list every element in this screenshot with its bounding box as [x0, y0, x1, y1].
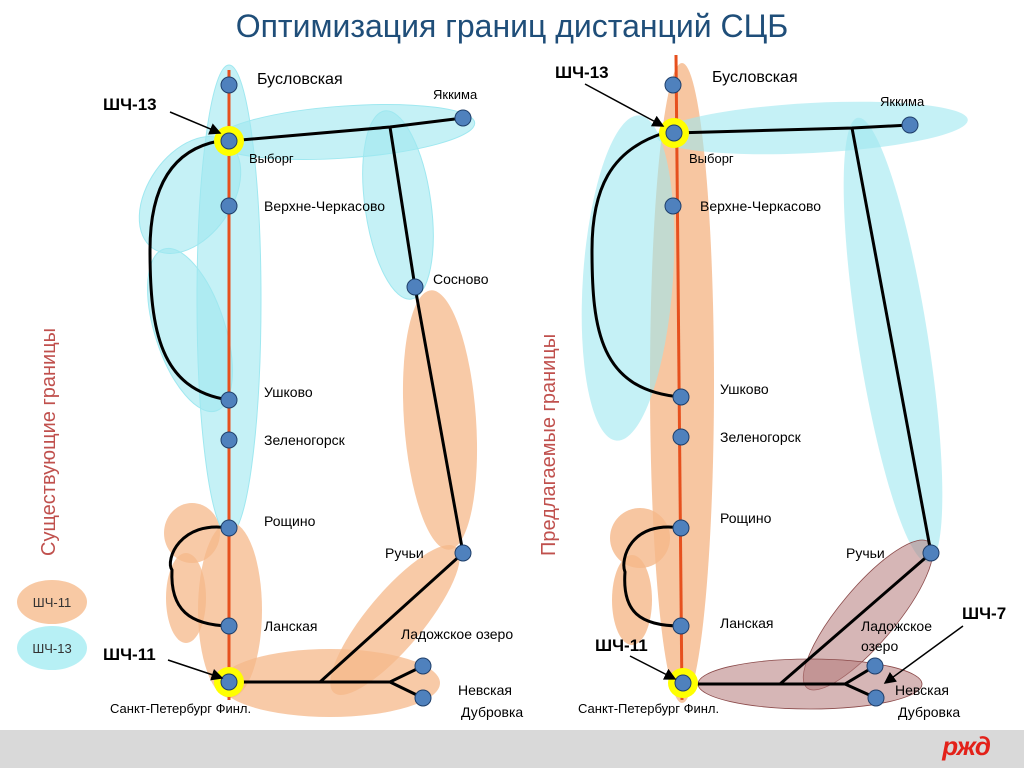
- label-buslovskaya: Бусловская: [712, 69, 798, 86]
- node-ushkovo: [672, 388, 690, 406]
- right-station-labels: Бусловская Яккима Выборг Верхне-Черкасов…: [578, 69, 960, 720]
- zone-sh13-sosnovo: [362, 110, 434, 300]
- callout-sh13: ШЧ-13: [103, 95, 157, 114]
- label-ruchyi: Ручьи: [846, 545, 885, 561]
- label-dubrovka: Дубровка: [461, 704, 523, 720]
- node-lanskaya: [220, 617, 238, 635]
- callout-sh13: ШЧ-13: [555, 63, 609, 82]
- label-ushkovo: Ушково: [264, 384, 313, 400]
- left-diagram: Бусловская Яккима Выборг Верхне-Черкасов…: [103, 64, 523, 720]
- label-sosnovo: Сосново: [433, 271, 489, 287]
- left-station-labels: Бусловская Яккима Выборг Верхне-Черкасов…: [110, 71, 523, 720]
- label-dubrovka: Дубровка: [898, 704, 960, 720]
- label-yakkima: Яккима: [880, 94, 925, 109]
- label-ushkovo: Ушково: [720, 381, 769, 397]
- legend-sh13-label: ШЧ-13: [32, 640, 72, 656]
- rzd-logo: ржд: [942, 731, 991, 761]
- label-lanskaya: Ланская: [264, 618, 318, 634]
- node-spb: [220, 673, 238, 691]
- label-ladozhskoe-1: Ладожское: [861, 618, 932, 634]
- right-mainline-rail: [674, 54, 684, 701]
- left-diagram-label: Существующие границы: [38, 327, 60, 556]
- node-verkhne: [664, 197, 682, 215]
- track-branch-sosnovo: [318, 126, 465, 684]
- label-zelenogorsk: Зеленогорск: [720, 429, 802, 445]
- label-yakkima: Яккима: [433, 87, 478, 102]
- node-buslovskaya: [664, 76, 682, 94]
- label-nevskaya: Невская: [895, 682, 949, 698]
- track-roschino-lanskaya-loop: [168, 525, 230, 628]
- label-verkhne: Верхне-Черкасово: [700, 198, 821, 214]
- callout-sh7-arrow: [883, 625, 964, 684]
- right-diagram: Бусловская Яккима Выборг Верхне-Черкасов…: [555, 54, 1006, 720]
- track-vyborg-ushkovo-loop: [148, 139, 230, 402]
- node-ushkovo: [220, 391, 238, 409]
- label-ladozhskoe-2: озеро: [861, 638, 898, 654]
- node-vyborg: [220, 132, 238, 150]
- node-roschino: [672, 519, 690, 537]
- node-nevskaya: [414, 689, 432, 707]
- signalling-districts-diagram: Бусловская Яккима Выборг Верхне-Черкасов…: [103, 54, 1006, 720]
- left-tracks: [148, 116, 465, 700]
- label-lanskaya: Ланская: [720, 615, 774, 631]
- label-roschino: Рощино: [264, 513, 316, 529]
- callout-sh11: ШЧ-11: [595, 636, 648, 655]
- node-ladozhskoe: [866, 657, 884, 675]
- node-ruchyi: [922, 544, 940, 562]
- label-ladozhskoe: Ладожское озеро: [401, 626, 513, 642]
- legend-sh11-label: ШЧ-11: [32, 594, 72, 610]
- callout-sh13-arrow: [584, 83, 665, 127]
- legend-sh11: ШЧ-11: [17, 580, 87, 624]
- legend-sh13: ШЧ-13: [17, 626, 87, 670]
- node-spb: [674, 674, 692, 692]
- node-nevskaya: [867, 689, 885, 707]
- node-sosnovo: [406, 278, 424, 296]
- label-verkhne: Верхне-Черкасово: [264, 198, 385, 214]
- label-spb: Санкт-Петербург Финл.: [578, 701, 719, 716]
- left-station-nodes: [220, 76, 472, 707]
- node-verkhne: [220, 197, 238, 215]
- node-zelenogorsk: [220, 431, 238, 449]
- callout-sh7: ШЧ-7: [962, 604, 1006, 623]
- node-roschino: [220, 519, 238, 537]
- track-vyborg-ushkovo-loop: [590, 131, 682, 399]
- node-yakkima: [454, 109, 472, 127]
- callout-sh13-arrow: [169, 111, 222, 135]
- node-zelenogorsk: [672, 428, 690, 446]
- node-ruchyi: [454, 544, 472, 562]
- callout-sh11: ШЧ-11: [103, 645, 156, 664]
- track-roschino-lanskaya-loop: [622, 525, 682, 628]
- right-station-nodes: [664, 76, 940, 707]
- label-vyborg: Выборг: [249, 151, 294, 166]
- right-sh13-zones: [581, 101, 968, 563]
- node-buslovskaya: [220, 76, 238, 94]
- label-buslovskaya: Бусловская: [257, 71, 343, 88]
- label-ruchyi: Ручьи: [385, 545, 424, 561]
- footer-bar: [0, 730, 1024, 768]
- callout-sh11-arrow: [629, 655, 677, 680]
- label-nevskaya: Невская: [458, 682, 512, 698]
- page-title: Оптимизация границ дистанций СЦБ: [235, 8, 789, 44]
- node-vyborg: [665, 124, 683, 142]
- node-lanskaya: [672, 617, 690, 635]
- node-yakkima: [901, 116, 919, 134]
- label-roschino: Рощино: [720, 510, 772, 526]
- zone-sh13-branch: [843, 117, 943, 563]
- label-zelenogorsk: Зеленогорск: [264, 432, 346, 448]
- node-ladozhskoe: [414, 657, 432, 675]
- zone-sh13-loop: [581, 115, 675, 441]
- zone-sh13-loop-lower: [147, 247, 233, 413]
- zone-sh11-loop-lower: [612, 555, 652, 645]
- right-diagram-label: Предлагаемые границы: [538, 333, 560, 556]
- callout-sh11-arrow: [167, 659, 224, 681]
- label-spb: Санкт-Петербург Финл.: [110, 701, 251, 716]
- label-vyborg: Выборг: [689, 151, 734, 166]
